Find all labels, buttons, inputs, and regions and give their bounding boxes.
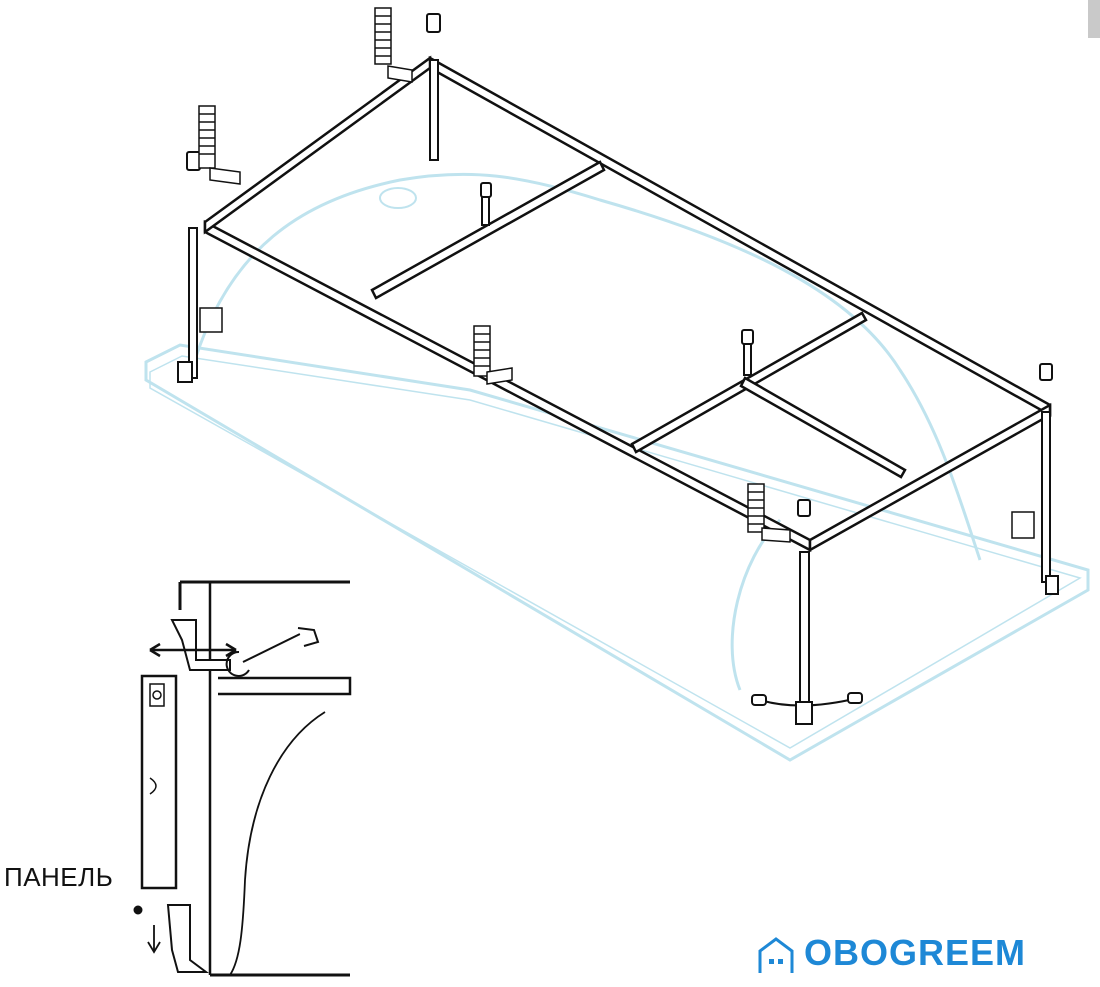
foot-stand — [177, 361, 1059, 725]
frame-cross-inner — [739, 376, 907, 479]
support-frame — [203, 55, 1052, 553]
frame-rail-back — [428, 55, 1052, 418]
brand-name: OBOGREEM — [804, 932, 1027, 973]
bracket-3 — [473, 325, 491, 377]
wrench-icon — [225, 627, 320, 677]
panel-mount-detail — [133, 580, 352, 977]
leg-front-left — [188, 227, 198, 379]
house-icon — [758, 937, 794, 973]
leg-back-right — [1041, 411, 1051, 583]
bracket-2 — [198, 105, 216, 169]
mounting-brackets — [198, 7, 765, 533]
corner-tab — [1088, 0, 1100, 38]
frame-rail-front — [203, 219, 812, 553]
frame-cross-1 — [370, 160, 606, 300]
leg-front-right — [799, 551, 810, 703]
bracket-4 — [747, 483, 765, 533]
leg-back-left — [429, 59, 439, 161]
leg-mid-1 — [481, 194, 490, 226]
legs — [188, 59, 1051, 703]
bracket-1 — [374, 7, 392, 65]
side-panel — [140, 674, 178, 890]
leg-caps — [186, 13, 1053, 517]
leg-mid-2 — [743, 339, 752, 376]
panel-label: ПАНЕЛЬ — [4, 862, 114, 892]
brand-logo: OBOGREEM — [758, 935, 1026, 971]
clamps — [199, 65, 1035, 543]
